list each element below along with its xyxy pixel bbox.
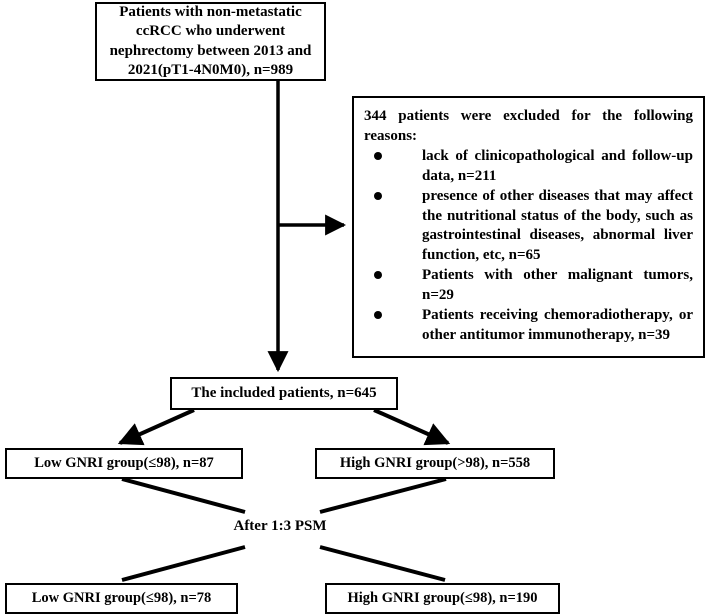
node-source-cohort-label: Patients with non-metastatic ccRCC who u… bbox=[109, 4, 312, 78]
exclusion-intro-text: 344 patients were excluded for the follo… bbox=[364, 108, 693, 144]
exclusion-reason-item: lack of clinicopathological and follow-u… bbox=[364, 147, 693, 186]
exclusion-reason-item: presence of other diseases that may affe… bbox=[364, 187, 693, 265]
exclusion-reason-text: presence of other diseases that may affe… bbox=[422, 188, 693, 263]
connector-high-gnri-to-psm bbox=[319, 477, 447, 514]
node-high-gnri-post-psm-label: High GNRI group(≤98), n=190 bbox=[347, 590, 538, 607]
node-included-patients: The included patients, n=645 bbox=[170, 377, 398, 410]
exclusion-reason-text: Patients receiving chemoradiotherapy, or… bbox=[422, 307, 693, 343]
node-low-gnri-post-psm-label: Low GNRI group(≤98), n=78 bbox=[31, 590, 212, 607]
node-low-gnri-pre-psm-label: Low GNRI group(≤98), n=87 bbox=[34, 455, 214, 472]
connector-included-to-low-gnri bbox=[117, 408, 195, 446]
node-low-gnri-pre-psm: Low GNRI group(≤98), n=87 bbox=[5, 448, 243, 479]
bullet-icon bbox=[374, 191, 382, 200]
exclusion-reason-text: Patients with other malignant tumors, n=… bbox=[422, 267, 693, 303]
node-included-patients-label: The included patients, n=645 bbox=[191, 384, 377, 401]
bullet-icon bbox=[374, 310, 382, 319]
connector-low-gnri-to-psm bbox=[121, 477, 246, 514]
exclusion-reason-list: lack of clinicopathological and follow-u… bbox=[364, 147, 693, 345]
exclusion-reason-text: lack of clinicopathological and follow-u… bbox=[422, 148, 693, 184]
connector-psm-to-low-gnri-post bbox=[121, 545, 246, 582]
node-high-gnri-pre-psm-label: High GNRI group(>98), n=558 bbox=[339, 455, 531, 472]
exclusion-reason-item: Patients receiving chemoradiotherapy, or… bbox=[364, 306, 693, 345]
node-high-gnri-pre-psm: High GNRI group(>98), n=558 bbox=[315, 448, 555, 479]
node-source-cohort: Patients with non-metastatic ccRCC who u… bbox=[95, 2, 326, 81]
psm-annotation-label: After 1:3 PSM bbox=[233, 518, 327, 534]
bullet-icon bbox=[374, 151, 382, 160]
node-low-gnri-post-psm: Low GNRI group(≤98), n=78 bbox=[5, 583, 238, 614]
bullet-icon bbox=[374, 270, 382, 279]
exclusion-reason-item: Patients with other malignant tumors, n=… bbox=[364, 266, 693, 305]
connector-included-to-high-gnri bbox=[373, 408, 451, 446]
connector-psm-to-high-gnri-post bbox=[319, 545, 446, 582]
node-high-gnri-post-psm: High GNRI group(≤98), n=190 bbox=[325, 583, 560, 614]
node-exclusion-criteria: 344 patients were excluded for the follo… bbox=[352, 96, 705, 358]
